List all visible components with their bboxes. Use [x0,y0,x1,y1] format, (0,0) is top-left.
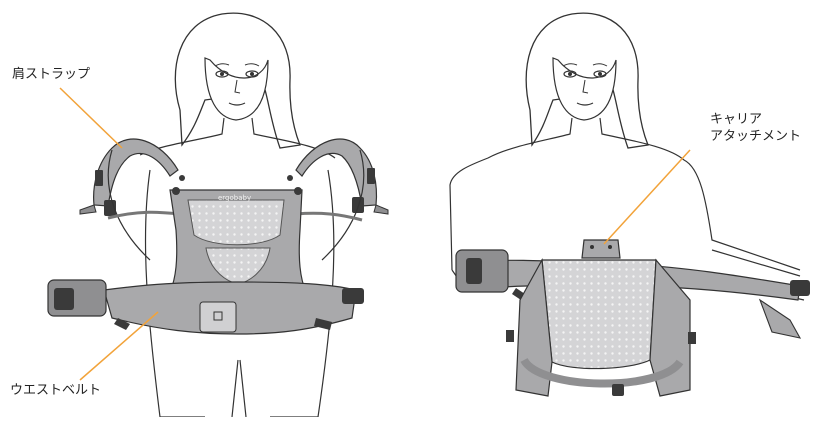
buckle-icon [466,258,482,284]
carrier-attachment-leader-line [604,150,690,244]
buckle-icon [342,288,364,304]
brand-logo: ergobaby [218,194,251,202]
carrier-attachment-label: キャリア アタッチメント [710,111,801,145]
right-figure [450,13,810,396]
waist-belt-label: ウエストベルト [10,382,101,399]
buckle-icon [352,197,364,213]
carrier-attachment-tab [582,240,620,258]
shoulder-strap-leader-line [60,88,122,148]
right-carrier-panel [542,260,656,369]
left-carrier-hood [188,200,284,245]
left-shoulder-strap-l [94,139,178,206]
buckle-icon [790,280,810,296]
left-belt-center-buckle [200,302,236,332]
shoulder-strap-label: 肩ストラップ [12,66,90,83]
carrier-attachment-label-line1: キャリア [710,111,801,128]
left-figure: ergobaby [48,13,388,417]
left-shoulder-strap-r [296,139,376,206]
carrier-attachment-label-line2: アタッチメント [710,128,801,145]
buckle-icon [612,384,624,396]
buckle-icon [54,288,74,310]
